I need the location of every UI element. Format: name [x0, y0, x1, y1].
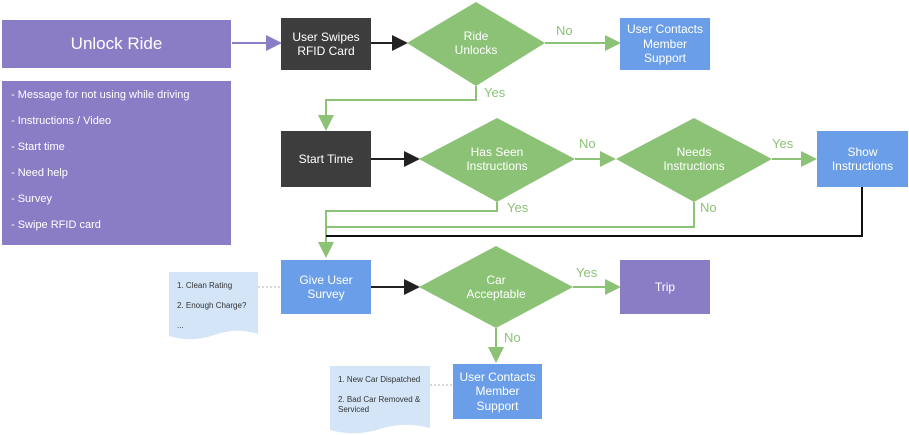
- note-line: 2. Enough Charge?: [177, 301, 247, 310]
- edge-label-needs-yes: Yes: [772, 136, 794, 151]
- edge-show-to-survey: [326, 187, 863, 237]
- car-issue-note: 1. New Car Dispatched 2. Bad Car Removed…: [330, 366, 430, 430]
- edge-needs-no: [326, 202, 695, 228]
- decision-car-shape: [419, 246, 573, 328]
- node-start-time: Start Time: [281, 131, 371, 187]
- note-line: ...: [177, 321, 184, 330]
- decision-has-seen-shape: [419, 118, 575, 202]
- node-trip: Trip: [620, 260, 710, 314]
- edge-label-car-yes: Yes: [576, 265, 598, 280]
- car-issue-note-shape: [330, 366, 430, 434]
- unlock-ride-title: Unlock Ride: [2, 20, 231, 68]
- edge-ride-yes: [318, 86, 477, 131]
- decision-needs-instructions: Needs Instructions: [663, 144, 725, 173]
- decision-has-seen-instructions: Has Seen Instructions: [466, 144, 528, 173]
- edge-seen-yes: [318, 202, 498, 258]
- note-line: 1. New Car Dispatched: [338, 375, 421, 384]
- decision-ride-unlocks-shape: [407, 2, 545, 86]
- list-item: - Start time: [11, 141, 65, 153]
- note-line: 2. Bad Car Removed & Serviced: [338, 395, 421, 414]
- node-contact-support-1: User Contacts Member Support: [620, 18, 710, 70]
- unlock-ride-list: - Message for not using while driving - …: [2, 81, 231, 245]
- node-contact-support-2: User Contacts Member Support: [453, 364, 542, 419]
- edge-label-car-no: No: [504, 330, 521, 345]
- list-item: - Survey: [11, 193, 52, 205]
- list-item: - Instructions / Video: [11, 115, 112, 127]
- edge-label-seen-yes: Yes: [507, 200, 529, 215]
- node-show-instructions: Show Instructions: [817, 131, 908, 187]
- edge-label-needs-no: No: [700, 200, 717, 215]
- decision-needs-shape: [616, 118, 772, 202]
- list-item: - Swipe RFID card: [11, 219, 101, 231]
- node-swipe-card: User Swipes RFID Card: [281, 18, 371, 70]
- node-give-survey: Give User Survey: [281, 260, 371, 314]
- survey-note-shape: [169, 272, 258, 340]
- edge-label-seen-no: No: [579, 136, 596, 151]
- list-item: - Need help: [11, 167, 68, 179]
- edge-label-ride-no: No: [556, 23, 573, 38]
- decision-ride-unlocks: Ride Unlocks: [454, 28, 498, 57]
- edge-label-ride-yes: Yes: [484, 85, 506, 100]
- note-line: 1. Clean Rating: [177, 281, 233, 290]
- list-item: - Message for not using while driving: [11, 89, 190, 101]
- decision-car-acceptable: Car Acceptable: [466, 272, 526, 301]
- survey-note: 1. Clean Rating 2. Enough Charge? ...: [169, 272, 258, 336]
